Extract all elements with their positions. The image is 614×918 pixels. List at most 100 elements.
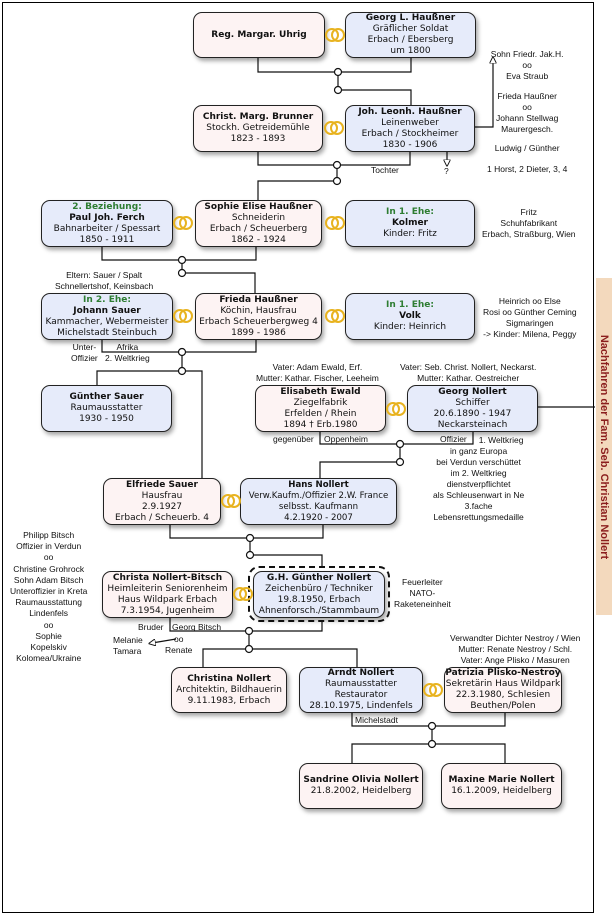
frame	[2, 2, 594, 913]
note-michelstadt: Michelstadt	[355, 715, 398, 725]
person-detail: Haus Wildpark Erbach	[117, 594, 218, 605]
note-line: oo	[43, 552, 54, 563]
marriage-rings-icon	[325, 28, 345, 42]
note-line: 3.fache	[464, 501, 493, 511]
person-name: Elfriede Sauer	[126, 479, 198, 490]
note-line: im 2. Weltkrieg	[450, 468, 507, 478]
note-line: Tamara	[113, 646, 142, 656]
note-line: Mutter: Renate Nestroy / Schl.	[458, 644, 573, 654]
person-name: Joh. Leonh. Haußner	[358, 106, 462, 117]
person-uhrig[interactable]: Reg. Margar. Uhrig	[193, 12, 325, 58]
note-line: 1 Horst, 2 Dieter, 3, 4	[487, 164, 568, 174]
note-line: Eltern: Sauer / Spalt	[66, 270, 143, 280]
note-line: Erbach, Straßburg, Wien	[482, 229, 576, 239]
note-line: Schnellertshof, Keinsbach	[55, 281, 154, 291]
person-name: Christina Nollert	[187, 673, 271, 684]
marriage-rings-icon	[386, 402, 406, 416]
person-detail: 9.11.1983, Erbach	[187, 695, 271, 706]
marriage-rings-icon	[233, 587, 253, 601]
side-title-banner: Nachfahren der Fam. Seb. Christian Nolle…	[596, 278, 612, 615]
note-line: Raumausstattung	[15, 597, 82, 608]
person-detail: Schneiderin	[231, 212, 286, 223]
relation-tag: In 1. Ehe:	[386, 300, 434, 310]
note-offizier: Offizier	[440, 434, 467, 444]
person-name: Hans Nollert	[288, 479, 349, 490]
marriage-rings-icon	[324, 121, 344, 135]
person-detail: Raumausstatter	[70, 403, 143, 413]
note-line: Unteroffizier in Kreta	[10, 586, 88, 597]
person-detail: Gräflicher Soldat	[372, 24, 449, 34]
person-name: Sophie Elise Haußner	[204, 201, 313, 212]
person-detail: Verw.Kaufm./Offizier 2.W. France	[248, 490, 389, 501]
person-detail: Kinder: Fritz	[383, 229, 437, 239]
note-line: -> Kinder: Milena, Peggy	[483, 329, 577, 339]
person-detail: Kammacher, Webermeister	[45, 316, 169, 327]
marriage-rings-icon	[173, 309, 193, 323]
person-name: Christa Nollert-Bitsch	[112, 572, 223, 583]
note-line: oo	[522, 60, 532, 70]
note-gegenueber: gegenüber	[273, 434, 314, 444]
note-line: Offizier	[71, 353, 98, 363]
person-detail: 1830 - 1906	[382, 139, 438, 150]
person-detail: Leinenweber	[381, 117, 439, 128]
note-line: als Schleusenwart in Ne	[433, 490, 525, 500]
person-detail: 28.10.1975, Lindenfels	[309, 701, 413, 711]
person-name: Christ. Marg. Brunner	[202, 112, 314, 122]
person-detail: um 1800	[390, 46, 431, 56]
person-detail: Heimleiterin Seniorenheim	[107, 583, 228, 594]
note-line: bei Verdun verschüttet	[436, 457, 521, 467]
person-detail: selbsst. Kaufmann	[278, 501, 359, 512]
note-line: 1. Weltkrieg	[478, 435, 524, 445]
note-tochter: Tochter	[371, 165, 399, 175]
note-line: oo	[173, 634, 184, 644]
person-detail: Bahnarbeiter / Spessart	[53, 223, 161, 234]
note-question: ?	[444, 166, 449, 176]
person-detail: Köchin, Hausfrau	[220, 305, 297, 316]
person-detail: 1894 † Erb.1980	[283, 419, 358, 430]
note-line: Eva Straub	[506, 71, 549, 81]
person-detail: 16.1.2009, Heidelberg	[451, 786, 552, 796]
note-line: Vater: Ange Plisko / Masuren	[460, 655, 570, 665]
person-detail: Kinder: Heinrich	[373, 322, 447, 332]
person-name: Johann Sauer	[73, 305, 141, 316]
person-detail: Neckarsteinach	[437, 419, 508, 430]
note-line: oo	[43, 619, 54, 630]
person-detail: Michelstadt Steinbuch	[57, 327, 157, 338]
person-detail: Restaurator	[334, 690, 388, 700]
marriage-rings-icon	[423, 683, 443, 697]
person-detail: Erbach / Scheuerberg	[209, 223, 308, 234]
note-line: Feuerleiter	[402, 577, 443, 587]
person-detail: 22.3.1980, Schlesien	[455, 690, 551, 700]
person-detail: 20.6.1890 - 1947	[433, 408, 512, 419]
note-line: oo	[522, 102, 532, 112]
note-bruder: Bruder	[138, 622, 164, 632]
